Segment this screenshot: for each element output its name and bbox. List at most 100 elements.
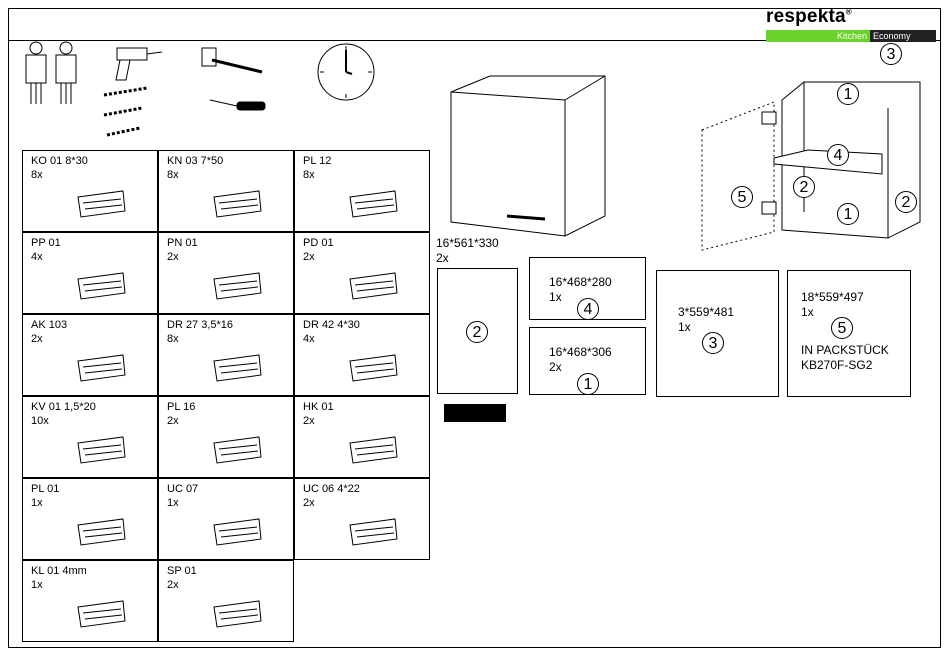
brand-line1: Kitchen [766,30,870,42]
hardware-qty: 8x [303,169,315,181]
hardware-code: AK 103 [31,319,68,331]
two-people-icon [25,41,77,104]
hardware-item: PL 01 1x [22,478,158,560]
hardware-item: DR 27 3,5*16 8x [158,314,294,396]
hardware-qty: 2x [167,579,179,591]
dowel-icon [77,190,126,218]
hardware-qty: 8x [31,169,43,181]
brand-reg: ® [845,7,852,17]
hardware-item: PP 01 4x [22,232,158,314]
hardware-qty: 4x [303,333,315,345]
hardware-qty: 1x [31,579,43,591]
hanger-bracket-icon [77,354,126,382]
cabinet-closed-illustration [450,75,606,237]
hardware-item: PL 16 2x [158,396,294,478]
handle-icon [213,518,262,546]
cap-icon [349,190,398,218]
clock-icon [317,43,375,101]
part-5-note2: KB270F-SG2 [801,358,873,372]
part-4-number: 3 [702,332,724,354]
hardware-qty: 8x [167,169,179,181]
part-1-dims: 16*561*330 [436,236,499,250]
hardware-qty: 2x [167,251,179,263]
part-1-number: 2 [466,321,488,343]
hardware-code: KN 03 7*50 [167,155,224,167]
hardware-code: PD 01 [303,237,334,249]
part-4-qty: 1x [678,320,691,334]
hardware-qty: 2x [31,333,43,345]
nail-icon [77,436,126,464]
brand-line2: Economy [870,30,936,42]
hardware-code: UC 07 [167,483,199,495]
screw-icon [349,354,398,382]
exploded-part-label: 4 [827,144,849,166]
hardware-item: PN 01 2x [158,232,294,314]
part-5-note1: IN PACKSTÜCK [801,343,889,357]
cam-lock-icon [77,518,126,546]
hardware-item: DR 42 4*30 4x [294,314,430,396]
adjustable-foot-icon [77,272,126,300]
hardware-qty: 10x [31,415,49,427]
page-frame [8,8,941,648]
hardware-qty: 2x [303,497,315,509]
hardware-qty: 4x [31,251,43,263]
hardware-code: HK 01 [303,401,334,413]
hardware-item: UC 06 4*22 2x [294,478,430,560]
part-5-qty: 1x [801,305,814,319]
exploded-part-label: 1 [837,83,859,105]
hardware-code: PN 01 [167,237,198,249]
hardware-code: DR 27 3,5*16 [167,319,234,331]
part-2-qty: 1x [549,290,562,304]
header-divider [8,40,941,41]
hinge-plate-icon [349,272,398,300]
part-5-dims: 18*559*497 [801,290,864,304]
tools-illustration [25,41,375,137]
part-2-dims: 16*468*280 [549,275,612,289]
hardware-item: PL 12 8x [294,150,430,232]
hook-screw-icon [213,600,262,628]
allen-key-icon [77,600,126,628]
hardware-code: KL 01 4mm [31,565,87,577]
exploded-part-label: 1 [837,203,859,225]
part-2-number: 4 [577,298,599,320]
hardware-item: PD 01 2x [294,232,430,314]
hardware-code: PL 16 [167,401,196,413]
hardware-code: DR 42 4*30 [303,319,360,331]
hook-icon [349,436,398,464]
hinge-icon [213,272,262,300]
exploded-part-label: 2 [793,176,815,198]
wall-plug-icon [213,190,262,218]
cabinet-open-illustration [701,81,921,251]
wall-plug-icon [213,436,262,464]
part-5-number: 5 [831,317,853,339]
hardware-qty: 1x [167,497,179,509]
exploded-part-label: 5 [731,186,753,208]
part-3-qty: 2x [549,360,562,374]
hardware-qty: 1x [31,497,43,509]
hardware-item: AK 103 2x [22,314,158,396]
top-bottom-panel [529,327,646,395]
hardware-qty: 2x [303,251,315,263]
hardware-code: PL 01 [31,483,60,495]
hardware-code: KV 01 1,5*20 [31,401,96,413]
hardware-code: PL 12 [303,155,332,167]
hardware-code: UC 06 4*22 [303,483,360,495]
hardware-qty: 2x [167,415,179,427]
black-swatch [444,404,506,422]
hammer-icon [201,47,263,74]
hardware-qty: 8x [167,333,179,345]
screwdriver-icon [209,99,266,111]
brand-logo: respekta® Kitchen Economy [766,6,936,42]
brand-name: respekta [766,6,846,27]
hardware-item: UC 07 1x [158,478,294,560]
hardware-item: KL 01 4mm 1x [22,560,158,642]
hardware-item: KN 03 7*50 8x [158,150,294,232]
screw-icon [349,518,398,546]
hardware-code: PP 01 [31,237,61,249]
short-screw-icon [213,354,262,382]
hardware-qty: 2x [303,415,315,427]
hardware-item: HK 01 2x [294,396,430,478]
